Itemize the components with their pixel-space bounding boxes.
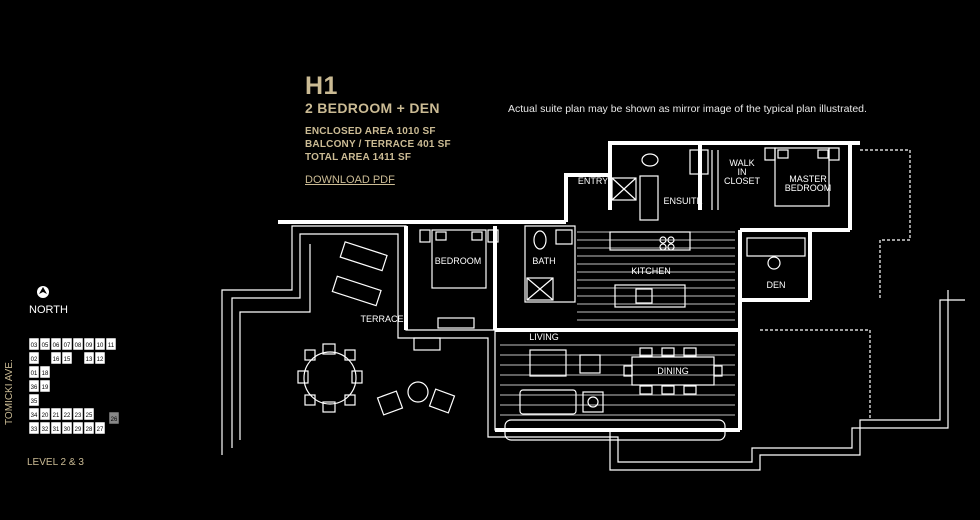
key-unit: 12 xyxy=(94,351,106,365)
key-unit: 05 xyxy=(39,337,51,351)
key-unit: 27 xyxy=(94,421,106,435)
svg-text:13: 13 xyxy=(86,357,93,363)
key-unit: 36 xyxy=(28,379,40,393)
svg-text:01: 01 xyxy=(31,371,38,377)
room-walk-in-2: IN xyxy=(738,167,747,177)
room-kitchen: KITCHEN xyxy=(631,266,671,276)
key-unit: 02 xyxy=(28,351,40,365)
balcony-area: BALCONY / TERRACE 401 SF xyxy=(305,139,451,150)
room-bedroom: BEDROOM xyxy=(435,256,482,266)
key-unit: 08 xyxy=(72,337,84,351)
svg-text:30: 30 xyxy=(64,427,71,433)
key-unit: 35 xyxy=(28,393,40,407)
key-unit: 20 xyxy=(39,407,51,421)
key-unit: 01 xyxy=(28,365,40,379)
svg-text:08: 08 xyxy=(75,343,82,349)
room-living: LIVING xyxy=(529,332,559,342)
svg-text:06: 06 xyxy=(53,343,60,349)
svg-text:02: 02 xyxy=(31,357,38,363)
svg-text:09: 09 xyxy=(86,343,93,349)
key-unit: 19 xyxy=(39,379,51,393)
room-entry: ENTRY xyxy=(578,176,608,186)
key-unit: 32 xyxy=(39,421,51,435)
key-unit: 18 xyxy=(39,365,51,379)
svg-text:25: 25 xyxy=(86,413,93,419)
svg-text:29: 29 xyxy=(75,427,82,433)
svg-text:05: 05 xyxy=(42,343,49,349)
svg-text:16: 16 xyxy=(53,357,60,363)
svg-text:15: 15 xyxy=(64,357,71,363)
key-unit: 26 xyxy=(108,411,120,425)
terrace-boundary xyxy=(221,225,965,471)
svg-text:35: 35 xyxy=(31,399,38,405)
living-floor xyxy=(500,344,735,416)
download-pdf-link[interactable]: DOWNLOAD PDF xyxy=(305,174,395,186)
room-walk-in-3: CLOSET xyxy=(724,176,761,186)
room-bath: BATH xyxy=(532,256,555,266)
svg-text:10: 10 xyxy=(97,343,104,349)
key-unit: 28 xyxy=(83,421,95,435)
terrace-boundary-inner xyxy=(231,233,949,463)
suite-code: H1 xyxy=(305,72,338,100)
suite-type: 2 BEDROOM + DEN xyxy=(305,100,440,116)
svg-text:26: 26 xyxy=(111,417,118,423)
svg-text:28: 28 xyxy=(86,427,93,433)
key-unit: 29 xyxy=(72,421,84,435)
svg-text:21: 21 xyxy=(53,413,60,419)
room-master-2: BEDROOM xyxy=(785,183,832,193)
room-ensuite: ENSUITE xyxy=(663,196,702,206)
svg-text:33: 33 xyxy=(31,427,38,433)
total-area: TOTAL AREA 1411 SF xyxy=(305,152,412,163)
key-unit: 23 xyxy=(72,407,84,421)
north-arrow-icon xyxy=(37,286,49,298)
key-unit: 33 xyxy=(28,421,40,435)
north-label: NORTH xyxy=(29,304,68,316)
svg-text:36: 36 xyxy=(31,385,38,391)
key-unit: 13 xyxy=(83,351,95,365)
mirror-note: Actual suite plan may be shown as mirror… xyxy=(508,103,867,115)
key-unit: 16 xyxy=(50,351,62,365)
room-master-1: MASTER xyxy=(789,174,827,184)
key-unit: 22 xyxy=(61,407,73,421)
svg-text:20: 20 xyxy=(42,413,49,419)
svg-text:22: 22 xyxy=(64,413,71,419)
key-unit: 34 xyxy=(28,407,40,421)
key-unit: 21 xyxy=(50,407,62,421)
svg-text:12: 12 xyxy=(97,357,104,363)
svg-text:31: 31 xyxy=(53,427,60,433)
svg-text:27: 27 xyxy=(97,427,104,433)
key-unit: 09 xyxy=(83,337,95,351)
key-unit: 06 xyxy=(50,337,62,351)
key-unit: 30 xyxy=(61,421,73,435)
terrace-boundary-inner2 xyxy=(239,244,311,440)
key-unit: 07 xyxy=(61,337,73,351)
key-unit: 11 xyxy=(105,337,117,351)
svg-text:19: 19 xyxy=(42,385,49,391)
svg-text:11: 11 xyxy=(108,343,115,349)
key-unit: 15 xyxy=(61,351,73,365)
svg-text:23: 23 xyxy=(75,413,82,419)
key-unit: 10 xyxy=(94,337,106,351)
key-unit: 03 xyxy=(28,337,40,351)
svg-text:18: 18 xyxy=(42,371,49,377)
key-unit: 31 xyxy=(50,421,62,435)
enclosed-area: ENCLOSED AREA 1010 SF xyxy=(305,126,436,137)
svg-text:32: 32 xyxy=(42,427,49,433)
svg-text:03: 03 xyxy=(31,343,38,349)
key-plan: 03 05 06 07 08 09 10 11 02 16 15 13 12 01 18 36 19 35 34 20… xyxy=(28,337,120,435)
room-dining: DINING xyxy=(657,366,689,376)
svg-text:34: 34 xyxy=(31,413,38,419)
room-walk-in-1: WALK xyxy=(729,158,754,168)
room-terrace: TERRACE xyxy=(360,314,403,324)
key-unit: 25 xyxy=(83,407,95,421)
room-den: DEN xyxy=(766,280,785,290)
level-label: LEVEL 2 & 3 xyxy=(27,457,84,468)
svg-text:07: 07 xyxy=(64,343,71,349)
